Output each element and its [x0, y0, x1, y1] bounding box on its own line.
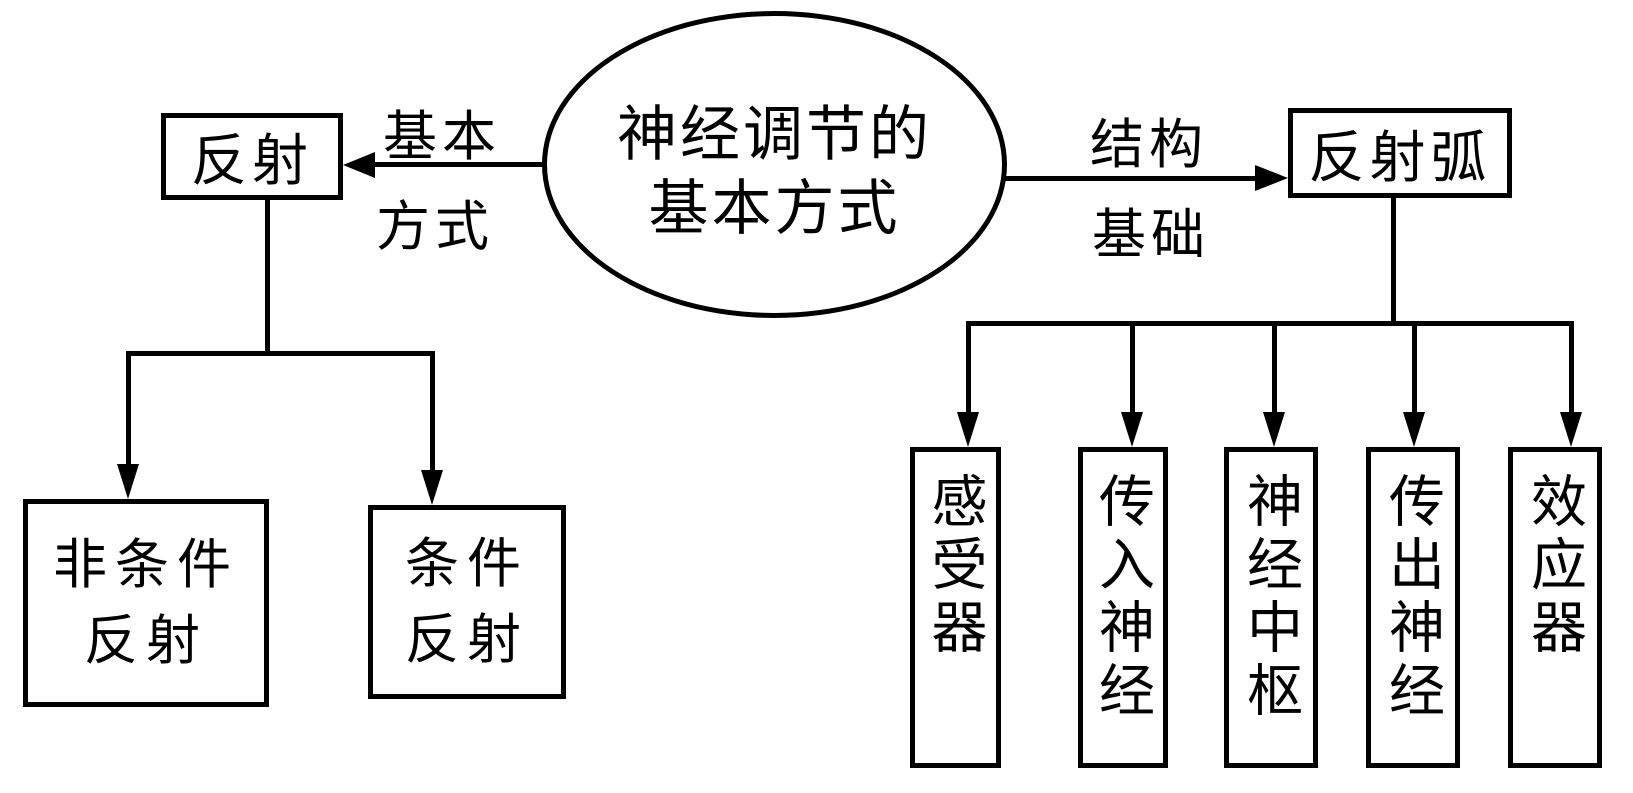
center-node-text-line1: 神经调节的	[617, 100, 932, 168]
arc-branch-crossbar-line	[966, 321, 1574, 326]
unconditioned-reflex-label-line1: 非条件	[53, 535, 239, 595]
arc-drop1-line	[966, 321, 971, 416]
arc-drop1-arrowhead-icon	[957, 412, 979, 447]
afferent-nerve-node: 传入神经	[1078, 447, 1168, 768]
unconditioned-reflex-label-line2: 反射	[84, 611, 208, 671]
effector-label: 效应器	[1523, 472, 1587, 661]
effector-node: 效应器	[1508, 447, 1602, 768]
conditioned-reflex-label-line2: 反射	[405, 610, 529, 670]
arc-drop5-line	[1569, 321, 1574, 416]
right-arrowhead-icon	[1255, 165, 1288, 191]
reflex-branch-drop2-arrowhead-icon	[421, 470, 443, 505]
left-edge-label-line1: 基本	[383, 107, 501, 167]
right-edge-line	[1005, 176, 1257, 181]
nerve-center-node: 神经中枢	[1224, 447, 1318, 768]
nerve-center-label: 神经中枢	[1239, 472, 1303, 724]
conditioned-reflex-label-line1: 条件	[405, 534, 529, 594]
arc-drop2-arrowhead-icon	[1121, 412, 1143, 447]
reflex-arc-node: 反射弧	[1288, 108, 1512, 198]
arc-drop3-arrowhead-icon	[1263, 412, 1285, 447]
left-edge-label-line2: 方式	[376, 197, 494, 257]
reflex-branch-drop1-arrowhead-icon	[117, 464, 139, 499]
arc-drop5-arrowhead-icon	[1560, 412, 1582, 447]
left-edge-line	[351, 162, 543, 167]
unconditioned-reflex-label: 非条件 反射	[53, 527, 239, 679]
reflex-branch-drop2-line	[430, 351, 435, 474]
receptor-label: 感受器	[924, 472, 987, 661]
conditioned-reflex-label: 条件 反射	[405, 526, 529, 678]
arc-drop2-line	[1130, 321, 1135, 416]
reflex-arc-node-label: 反射弧	[1308, 125, 1492, 189]
arc-drop3-line	[1272, 321, 1277, 416]
reflex-branch-drop1-line	[126, 351, 131, 468]
unconditioned-reflex-node: 非条件 反射	[23, 499, 269, 707]
arc-drop4-arrowhead-icon	[1403, 412, 1425, 447]
left-arrowhead-icon	[343, 152, 375, 178]
receptor-node: 感受器	[910, 447, 1001, 768]
reflex-branch-crossbar-line	[126, 351, 435, 356]
conditioned-reflex-node: 条件 反射	[368, 505, 566, 699]
afferent-nerve-label: 传入神经	[1091, 472, 1155, 724]
reflex-node: 反射	[161, 113, 343, 200]
center-node-ellipse: 神经调节的 基本方式	[542, 11, 1007, 318]
efferent-nerve-label: 传出神经	[1381, 472, 1445, 724]
right-edge-label-line2: 基础	[1092, 205, 1210, 265]
reflex-branch-stem-line	[265, 200, 270, 353]
right-edge-label-line1: 结构	[1090, 115, 1208, 175]
center-node-text-line2: 基本方式	[648, 174, 901, 242]
arc-branch-stem-line	[1391, 198, 1396, 323]
reflex-node-label: 反射	[191, 129, 313, 192]
efferent-nerve-node: 传出神经	[1366, 447, 1460, 768]
arc-drop4-line	[1412, 321, 1417, 416]
center-node-text: 神经调节的 基本方式	[617, 98, 932, 246]
